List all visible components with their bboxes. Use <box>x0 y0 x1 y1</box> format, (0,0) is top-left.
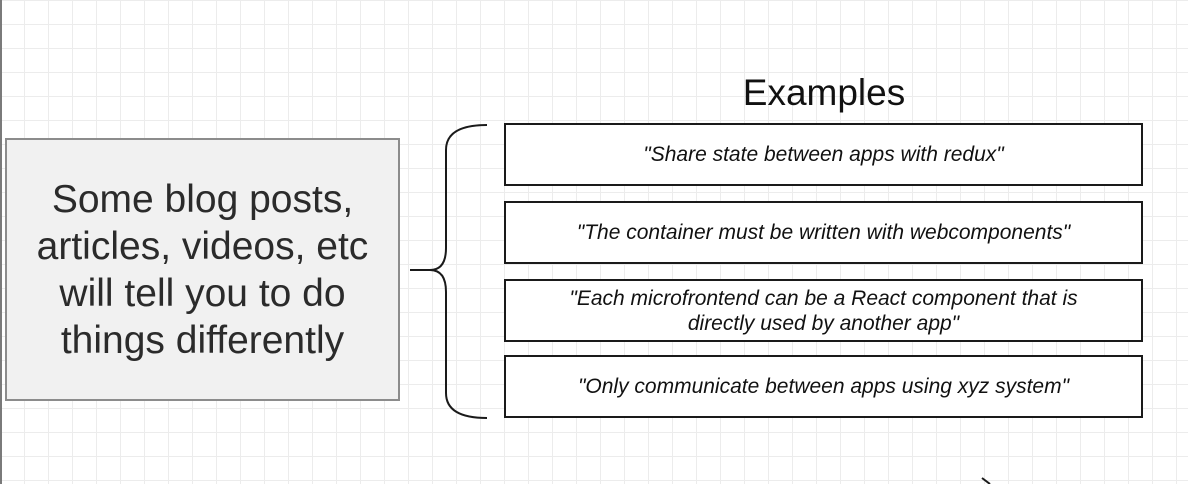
example-line: directly used by another app" <box>687 311 960 335</box>
example-box: "Each microfrontend can be a React compo… <box>504 279 1143 342</box>
example-line: "Share state between apps with redux" <box>643 143 1004 166</box>
main-statement-line: articles, videos, etc <box>36 224 369 268</box>
example-box: "Only communicate between apps using xyz… <box>504 355 1143 418</box>
example-box: "The container must be written with webc… <box>504 201 1143 264</box>
example-line: "The container must be written with webc… <box>576 221 1071 244</box>
example-text: "Each microfrontend can be a React compo… <box>569 286 1077 336</box>
example-text: "The container must be written with webc… <box>577 220 1070 245</box>
main-statement-line: Some blog posts, <box>51 177 354 221</box>
example-box: "Share state between apps with redux" <box>504 123 1143 186</box>
example-text: "Share state between apps with redux" <box>643 142 1003 167</box>
main-statement-line: things differently <box>60 318 345 362</box>
examples-title: Examples <box>742 72 906 113</box>
canvas-left-edge <box>0 0 2 484</box>
example-text: "Only communicate between apps using xyz… <box>578 374 1069 399</box>
example-line: "Each microfrontend can be a React compo… <box>569 286 1078 310</box>
main-statement-line: will tell you to do <box>59 271 346 315</box>
example-line: "Only communicate between apps using xyz… <box>577 375 1070 398</box>
main-statement-text: Some blog posts, articles, videos, etc w… <box>7 176 398 364</box>
main-statement-box: Some blog posts, articles, videos, etc w… <box>5 138 400 401</box>
